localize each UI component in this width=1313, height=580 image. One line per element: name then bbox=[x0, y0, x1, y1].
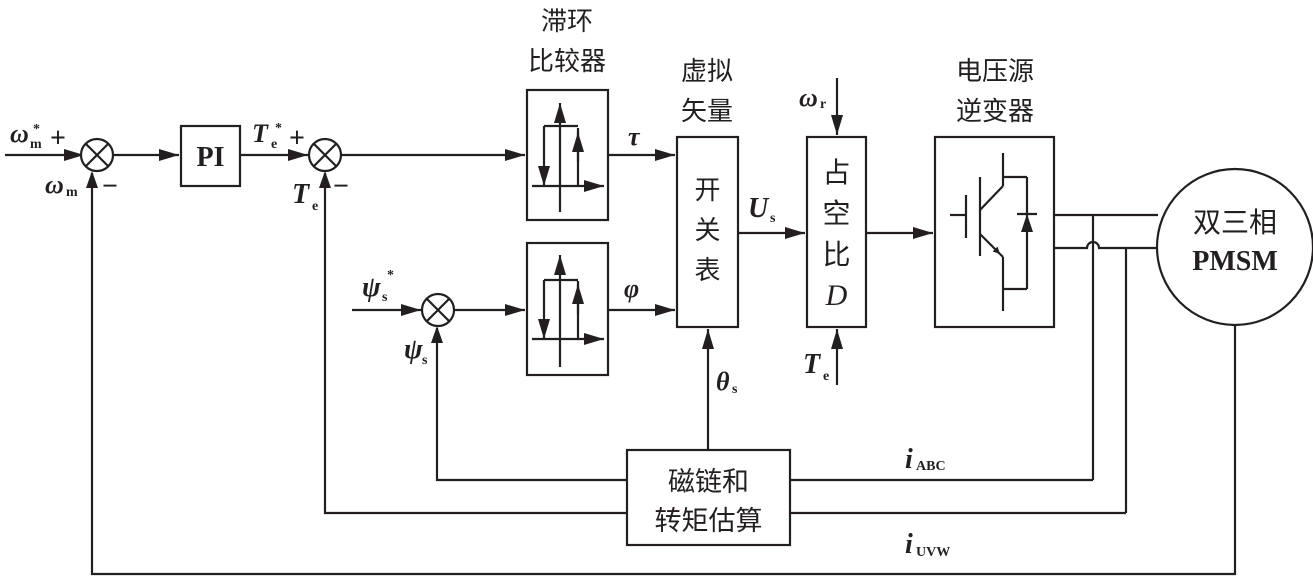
minus-sign-2: − bbox=[333, 171, 349, 202]
switch-table-block: 开 关 表 bbox=[675, 135, 740, 329]
omega-fb-sub: m bbox=[66, 185, 78, 200]
omega-ref-sub: m bbox=[30, 137, 42, 152]
duty-char-3: 比 bbox=[822, 238, 850, 271]
i-abc-symbol: i bbox=[905, 444, 913, 475]
theta-sub: s bbox=[732, 382, 738, 397]
flux-ref-sup: * bbox=[387, 268, 394, 283]
duty-char-1: 占 bbox=[822, 156, 850, 189]
motor-label-2: PMSM bbox=[1192, 246, 1278, 277]
i-uvw-sub: UVW bbox=[916, 545, 950, 560]
phi-label: φ bbox=[624, 274, 639, 303]
speed-ref-input: ω m * + bbox=[5, 119, 84, 161]
switch-table-char-3: 表 bbox=[694, 256, 720, 286]
omega-r-sub: r bbox=[820, 97, 826, 112]
hysteresis-title-2: 比较器 bbox=[528, 47, 606, 77]
us-sub: s bbox=[770, 211, 776, 226]
inverter-title-1: 电压源 bbox=[956, 57, 1034, 87]
plus-sign-2: + bbox=[289, 123, 305, 154]
motor-pmsm: 双三相 PMSM bbox=[1155, 167, 1313, 327]
torque-ref-sub: e bbox=[271, 137, 277, 152]
te-duty-sub: e bbox=[823, 369, 829, 384]
duty-char-2: 空 bbox=[822, 197, 850, 230]
i-abc-sub: ABC bbox=[916, 459, 946, 474]
omega-r-symbol: ω bbox=[799, 83, 818, 112]
us-symbol: U bbox=[748, 193, 770, 224]
igbt-icon bbox=[950, 153, 1037, 311]
switch-table-title-2: 矢量 bbox=[681, 97, 733, 127]
flux-ref-symbol: ψ bbox=[362, 272, 381, 303]
pi-label: PI bbox=[197, 142, 225, 173]
torque-ref-sup: * bbox=[275, 121, 282, 136]
omega-ref-symbol: ω bbox=[10, 119, 29, 148]
torque-fb-symbol: T bbox=[292, 179, 311, 210]
summing-junction-flux bbox=[420, 292, 456, 328]
flux-fb-sub: s bbox=[422, 353, 428, 368]
plus-sign: + bbox=[50, 123, 66, 154]
flux-hysteresis-comparator bbox=[525, 241, 610, 377]
flux-torque-estimator-block: 磁链和 转矩估算 bbox=[625, 448, 792, 547]
switch-table-title-1: 虚拟 bbox=[681, 57, 733, 87]
duty-cycle-block: 占 空 比 D bbox=[805, 135, 868, 329]
switch-table-char-2: 关 bbox=[694, 216, 720, 246]
torque-hysteresis-comparator bbox=[525, 88, 610, 222]
te-duty-symbol: T bbox=[803, 349, 822, 380]
hysteresis-title-1: 滞环 bbox=[541, 7, 593, 37]
motor-label-1: 双三相 bbox=[1193, 206, 1277, 239]
omega-ref-sup: * bbox=[33, 122, 40, 137]
estimator-label-1: 磁链和 bbox=[668, 467, 749, 498]
inverter-block bbox=[933, 135, 1056, 329]
flux-fb-symbol: ψ bbox=[404, 334, 423, 365]
inverter-title-2: 逆变器 bbox=[956, 97, 1034, 127]
torque-fb-sub: e bbox=[312, 199, 318, 214]
torque-ref-symbol: T bbox=[252, 119, 269, 148]
summing-junction-speed bbox=[79, 137, 115, 173]
theta-symbol: θ bbox=[716, 367, 730, 396]
tau-label: τ bbox=[628, 122, 641, 151]
estimator-label-2: 转矩估算 bbox=[655, 506, 763, 537]
i-uvw-symbol: i bbox=[905, 529, 913, 560]
omega-fb-symbol: ω bbox=[45, 170, 64, 199]
switch-table-char-1: 开 bbox=[694, 176, 720, 206]
pi-controller-block: PI bbox=[179, 124, 242, 188]
minus-sign: − bbox=[102, 171, 118, 202]
duty-var-d: D bbox=[825, 279, 848, 312]
summing-junction-torque bbox=[307, 137, 343, 173]
flux-ref-sub: s bbox=[382, 290, 388, 305]
